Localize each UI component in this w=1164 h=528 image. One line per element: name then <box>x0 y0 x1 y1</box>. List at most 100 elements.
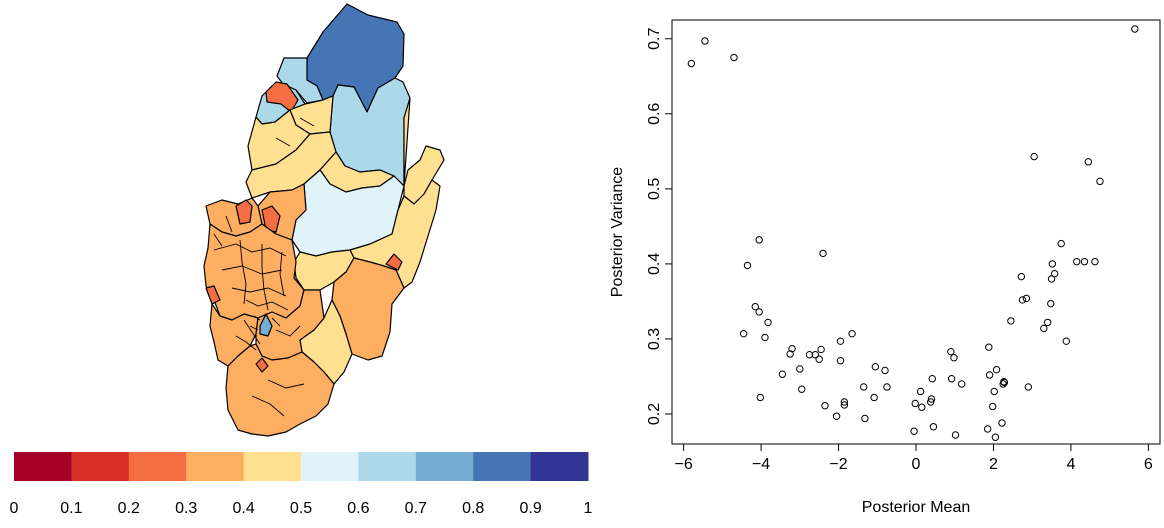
scatter-point <box>805 350 814 359</box>
data-points <box>687 25 1139 441</box>
boundary-line <box>251 395 285 417</box>
scatter-point <box>1047 299 1055 308</box>
scatter-point <box>983 425 992 433</box>
legend-tick-label: 0 <box>10 500 19 517</box>
scatter-point <box>871 363 880 371</box>
boundary-line <box>275 117 315 147</box>
y-tick-label: 0.3 <box>646 328 663 350</box>
legend-tick-label: 0.2 <box>118 500 140 517</box>
boundary-line <box>213 215 233 247</box>
scatter-point <box>739 329 748 338</box>
boundary-line <box>267 379 305 389</box>
boundary-line <box>261 244 269 311</box>
scatter-point <box>950 353 958 362</box>
scatter-point <box>991 433 1000 441</box>
legend-swatch <box>473 452 532 481</box>
x-tick-label: 0 <box>912 456 921 473</box>
boundary-line <box>235 335 257 351</box>
scatter-point <box>1022 294 1031 303</box>
legend-swatch <box>358 452 417 481</box>
scatter-point <box>1000 378 1009 387</box>
scatter-point <box>756 393 765 402</box>
y-tick-label: 0.4 <box>646 253 663 275</box>
scatter-point <box>1040 324 1048 333</box>
scatter-point <box>927 395 936 403</box>
scatter-point <box>1048 260 1057 268</box>
scatter-point <box>821 402 829 410</box>
scatter-point <box>861 414 869 423</box>
legend-swatch <box>243 452 302 481</box>
scatter-point <box>1084 158 1093 166</box>
scatter-point <box>778 370 787 378</box>
scatter-point <box>761 333 769 342</box>
scatter-point <box>836 337 845 345</box>
y-axis: 0.20.30.40.50.60.7 <box>646 28 673 425</box>
scatter-point <box>1091 257 1099 266</box>
scatter-point <box>687 59 696 68</box>
legend-tick-label: 0.7 <box>405 500 427 517</box>
x-tick-label: 6 <box>1144 456 1153 473</box>
legend-tick-label: 1 <box>584 500 593 517</box>
scatter-point <box>1018 296 1027 304</box>
scatter-point <box>929 423 938 431</box>
scatter-point <box>958 380 966 388</box>
scatter-point <box>1024 383 1033 391</box>
scatter-point <box>951 431 960 439</box>
scatter-point <box>730 53 738 62</box>
scatter-point <box>1131 25 1139 33</box>
scatter-point <box>947 347 955 356</box>
scatter-point <box>743 261 752 270</box>
legend-swatch <box>14 452 72 481</box>
boundary-line <box>245 299 289 311</box>
scatter-point <box>755 308 763 316</box>
boundary-line <box>221 265 283 275</box>
legend-swatch <box>71 452 130 481</box>
region-northwest-orange <box>265 81 299 113</box>
region-east-red-small <box>385 253 403 271</box>
region-south-red-small <box>255 357 269 373</box>
scatter-point <box>881 366 889 375</box>
scatter-point <box>988 402 997 411</box>
y-tick-label: 0.2 <box>646 403 663 425</box>
scatter-point <box>998 419 1006 427</box>
scatter-point <box>1043 318 1052 327</box>
y-tick-label: 0.7 <box>646 28 663 50</box>
x-tick-label: 4 <box>1066 456 1075 473</box>
scatter-point <box>751 302 759 311</box>
scatter-point <box>1096 177 1104 186</box>
scatter-point <box>928 375 936 383</box>
scatter-point <box>832 412 841 420</box>
boundary-line <box>243 319 261 345</box>
scatter-point <box>840 401 849 409</box>
scatter-point <box>985 371 994 379</box>
y-axis-label: Posterior Variance <box>609 167 626 298</box>
legend-tick-label: 0.4 <box>232 500 254 517</box>
region-southwest-red-small <box>205 285 221 305</box>
legend-swatch <box>301 452 359 481</box>
legend-tick-label: 0.9 <box>519 500 541 517</box>
boundary-line <box>279 251 285 297</box>
scatter-point <box>1050 269 1059 278</box>
boundary-line <box>239 239 247 305</box>
scatter-point <box>910 427 918 435</box>
x-axis-label: Posterior Mean <box>862 499 971 516</box>
scatter-point <box>819 249 827 258</box>
scatter-point <box>1057 239 1065 248</box>
region-southeast-orange <box>331 257 405 361</box>
scatter-point <box>916 387 925 396</box>
legend-tick-label: 0.6 <box>347 500 369 517</box>
scatter-point <box>947 375 956 383</box>
x-tick-label: −6 <box>674 456 692 473</box>
boundary-line <box>249 315 281 331</box>
legend-swatch <box>128 452 187 481</box>
x-tick-label: 2 <box>989 456 998 473</box>
scatter-point <box>985 343 993 351</box>
region-center-blue <box>259 313 273 337</box>
scatter-point <box>1047 275 1056 283</box>
scatter-point <box>911 399 919 408</box>
